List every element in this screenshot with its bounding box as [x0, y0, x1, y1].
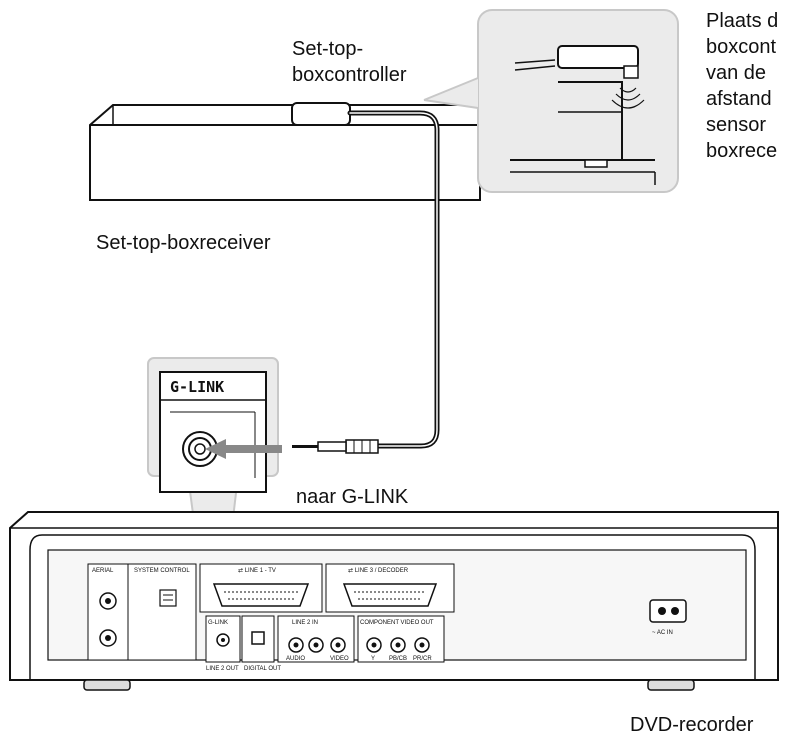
panel-line2in-label: LINE 2 IN [292, 620, 318, 626]
instruction-line: boxcont [706, 36, 777, 58]
panel-audio-label: AUDIO [286, 656, 305, 662]
instruction-text: Plaats d boxcont van de afstand sensor b… [706, 8, 790, 164]
panel-video-label: VIDEO [330, 656, 349, 662]
receiver-label: Set-top-boxreceiver [96, 232, 271, 254]
panel-component-label: COMPONENT VIDEO OUT [360, 620, 434, 626]
panel-pb-label: PB/CB [389, 656, 407, 662]
set-top-box-receiver [89, 104, 481, 201]
controller-label-line1: Set-top- [292, 38, 364, 60]
panel-ac-in-label: ~ AC IN [652, 630, 673, 636]
panel-system-control-label: SYSTEM CONTROL [134, 568, 190, 574]
dvd-recorder [9, 511, 779, 691]
panel-aerial-label: AERIAL [92, 568, 114, 574]
panel-line3-label: ⇄ LINE 3 / DECODER [348, 567, 409, 574]
panel-line1-label: ⇄ LINE 1 - TV [238, 567, 276, 574]
to-glink-label: naar G-LINK [296, 486, 409, 508]
instruction-line: sensor [706, 114, 767, 136]
panel-digital-out-label: DIGITAL OUT [244, 666, 281, 672]
instruction-line: van de [706, 62, 767, 84]
g-link-port-label: G-LINK [170, 378, 225, 396]
controller-label-line2: boxcontroller [292, 64, 407, 86]
instruction-line: boxrece [706, 140, 778, 162]
panel-labels: AERIAL SYSTEM CONTROL ⇄ LINE 1 - TV ⇄ LI… [92, 567, 673, 672]
placement-inset [423, 9, 679, 193]
instruction-line: afstand [706, 88, 772, 110]
panel-y-label: Y [371, 656, 375, 662]
instruction-line: Plaats d [706, 10, 779, 32]
set-top-box-controller [291, 102, 351, 126]
panel-line2out-label: LINE 2 OUT [206, 666, 239, 672]
recorder-label: DVD-recorder [630, 714, 754, 736]
panel-pr-label: PR/CR [413, 656, 432, 662]
g-link-plug [292, 439, 379, 454]
panel-glink-label: G-LINK [208, 620, 228, 626]
